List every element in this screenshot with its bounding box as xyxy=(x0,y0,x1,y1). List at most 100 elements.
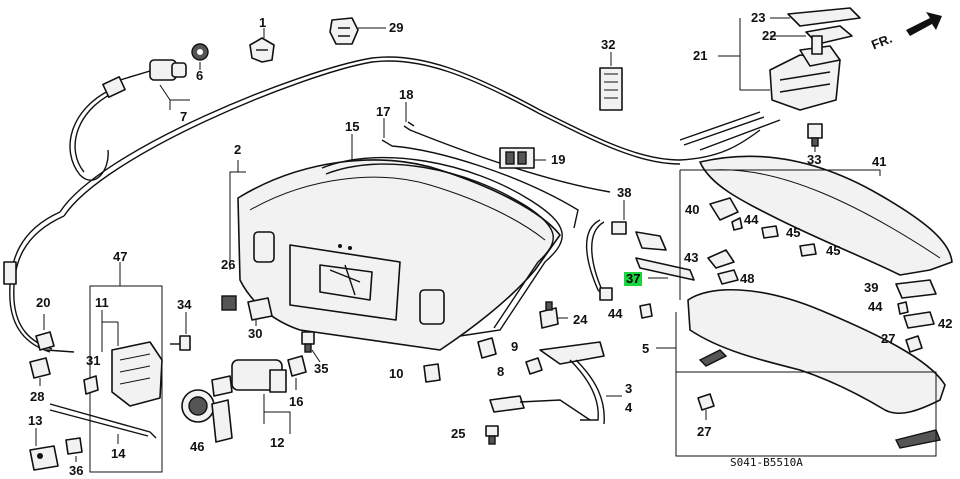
callout-44-a[interactable]: 44 xyxy=(744,212,759,227)
callout-7[interactable]: 7 xyxy=(180,109,188,124)
callout-45-a[interactable]: 45 xyxy=(786,225,801,240)
part-16-clip xyxy=(287,355,307,377)
part-30-clip xyxy=(247,297,273,321)
opener-cable xyxy=(59,56,761,213)
part-40-bracket xyxy=(709,197,739,221)
callout-20[interactable]: 20 xyxy=(36,295,51,310)
callout-30[interactable]: 30 xyxy=(248,326,263,341)
callout-3[interactable]: 3 xyxy=(625,381,633,396)
part-29-clip xyxy=(329,17,359,45)
callout-18[interactable]: 18 xyxy=(399,87,414,102)
part-35-bolt xyxy=(301,331,315,353)
callout-43[interactable]: 43 xyxy=(684,250,699,265)
part-3-hinge xyxy=(489,341,605,425)
callout-10[interactable]: 10 xyxy=(389,366,404,381)
callout-22[interactable]: 22 xyxy=(762,28,777,43)
part-24-bolt xyxy=(539,301,559,329)
part-17-rod xyxy=(381,139,579,229)
part-28-clip xyxy=(29,357,51,379)
callout-4[interactable]: 4 xyxy=(625,400,633,415)
part-36-bolt xyxy=(65,437,83,455)
callout-46[interactable]: 46 xyxy=(190,439,205,454)
part-13-cylinder xyxy=(29,445,59,471)
callout-23[interactable]: 23 xyxy=(751,10,766,25)
part-46-cylinder xyxy=(181,389,215,423)
callout-21[interactable]: 21 xyxy=(693,48,708,63)
part-31-bolt xyxy=(83,375,99,395)
part-47-bracket xyxy=(89,262,163,473)
callout-33[interactable]: 33 xyxy=(807,152,822,167)
callout-16[interactable]: 16 xyxy=(289,394,304,409)
callout-17[interactable]: 17 xyxy=(376,104,391,119)
callout-9[interactable]: 9 xyxy=(511,339,519,354)
callout-44-c[interactable]: 44 xyxy=(868,299,883,314)
part-7-cable-end xyxy=(102,59,187,98)
part-14-rod xyxy=(49,403,157,439)
callout-14[interactable]: 14 xyxy=(111,446,126,461)
part-18-rod xyxy=(403,121,611,193)
release-cable xyxy=(9,211,61,353)
callout-8[interactable]: 8 xyxy=(497,364,505,379)
part-25-bolt xyxy=(485,425,499,445)
callout-27-b[interactable]: 27 xyxy=(697,424,712,439)
callout-32[interactable]: 32 xyxy=(601,37,616,52)
callout-31[interactable]: 31 xyxy=(86,353,101,368)
front-arrow-icon xyxy=(906,12,942,36)
callout-34[interactable]: 34 xyxy=(177,297,192,312)
callout-36[interactable]: 36 xyxy=(69,463,84,478)
part-2-trunk-lid xyxy=(237,159,561,351)
callout-40[interactable]: 40 xyxy=(685,202,700,217)
part-8-nut xyxy=(525,357,543,375)
callout-42[interactable]: 42 xyxy=(938,316,953,331)
callout-26[interactable]: 26 xyxy=(221,257,236,272)
callout-24[interactable]: 24 xyxy=(573,312,588,327)
callout-45-b[interactable]: 45 xyxy=(826,243,841,258)
callout-39[interactable]: 39 xyxy=(864,280,879,295)
part-43-bracket xyxy=(707,249,735,269)
part-38-harness xyxy=(585,219,667,301)
part-12-lock-set xyxy=(211,359,287,443)
part-21-latch xyxy=(769,35,841,111)
callout-28[interactable]: 28 xyxy=(30,389,45,404)
callout-27-a[interactable]: 27 xyxy=(881,331,896,346)
part-15-seal xyxy=(321,156,563,337)
part-44-bolt-c xyxy=(897,301,909,315)
callout-47[interactable]: 47 xyxy=(113,249,128,264)
callout-37[interactable]: 37 xyxy=(624,271,643,286)
part-42-bracket xyxy=(903,311,935,329)
part-19-switch xyxy=(499,147,535,169)
part-44-bolt-a xyxy=(731,217,743,231)
part-32-pad xyxy=(599,67,623,111)
part-44-bolt-b xyxy=(639,303,653,319)
callout-5[interactable]: 5 xyxy=(642,341,650,356)
callout-44-b[interactable]: 44 xyxy=(608,306,623,321)
callout-19[interactable]: 19 xyxy=(551,152,566,167)
part-26-nut xyxy=(221,295,237,311)
callout-6[interactable]: 6 xyxy=(196,68,204,83)
part-33-bolt xyxy=(807,123,823,147)
callout-13[interactable]: 13 xyxy=(28,413,43,428)
callout-25[interactable]: 25 xyxy=(451,426,466,441)
part-10-bumper xyxy=(423,363,441,383)
callout-35[interactable]: 35 xyxy=(314,361,329,376)
callout-41[interactable]: 41 xyxy=(872,154,887,169)
part-1-clip xyxy=(249,37,275,63)
callout-38[interactable]: 38 xyxy=(617,185,632,200)
callout-29[interactable]: 29 xyxy=(389,20,404,35)
diagram-code: S041-B5510A xyxy=(730,456,803,469)
part-27-cap-b xyxy=(697,393,715,411)
callout-1[interactable]: 1 xyxy=(259,15,267,30)
callout-48[interactable]: 48 xyxy=(740,271,755,286)
part-45-clip-b xyxy=(799,243,817,257)
part-9-clip xyxy=(477,337,497,359)
part-39-bracket xyxy=(895,279,937,299)
callout-11[interactable]: 11 xyxy=(95,295,109,310)
part-34-bolt xyxy=(170,335,191,351)
callout-12[interactable]: 12 xyxy=(270,435,285,450)
part-6-grommet xyxy=(191,43,209,61)
callout-15[interactable]: 15 xyxy=(345,119,360,134)
callout-2[interactable]: 2 xyxy=(234,142,242,157)
part-20-cable-end xyxy=(35,331,55,351)
